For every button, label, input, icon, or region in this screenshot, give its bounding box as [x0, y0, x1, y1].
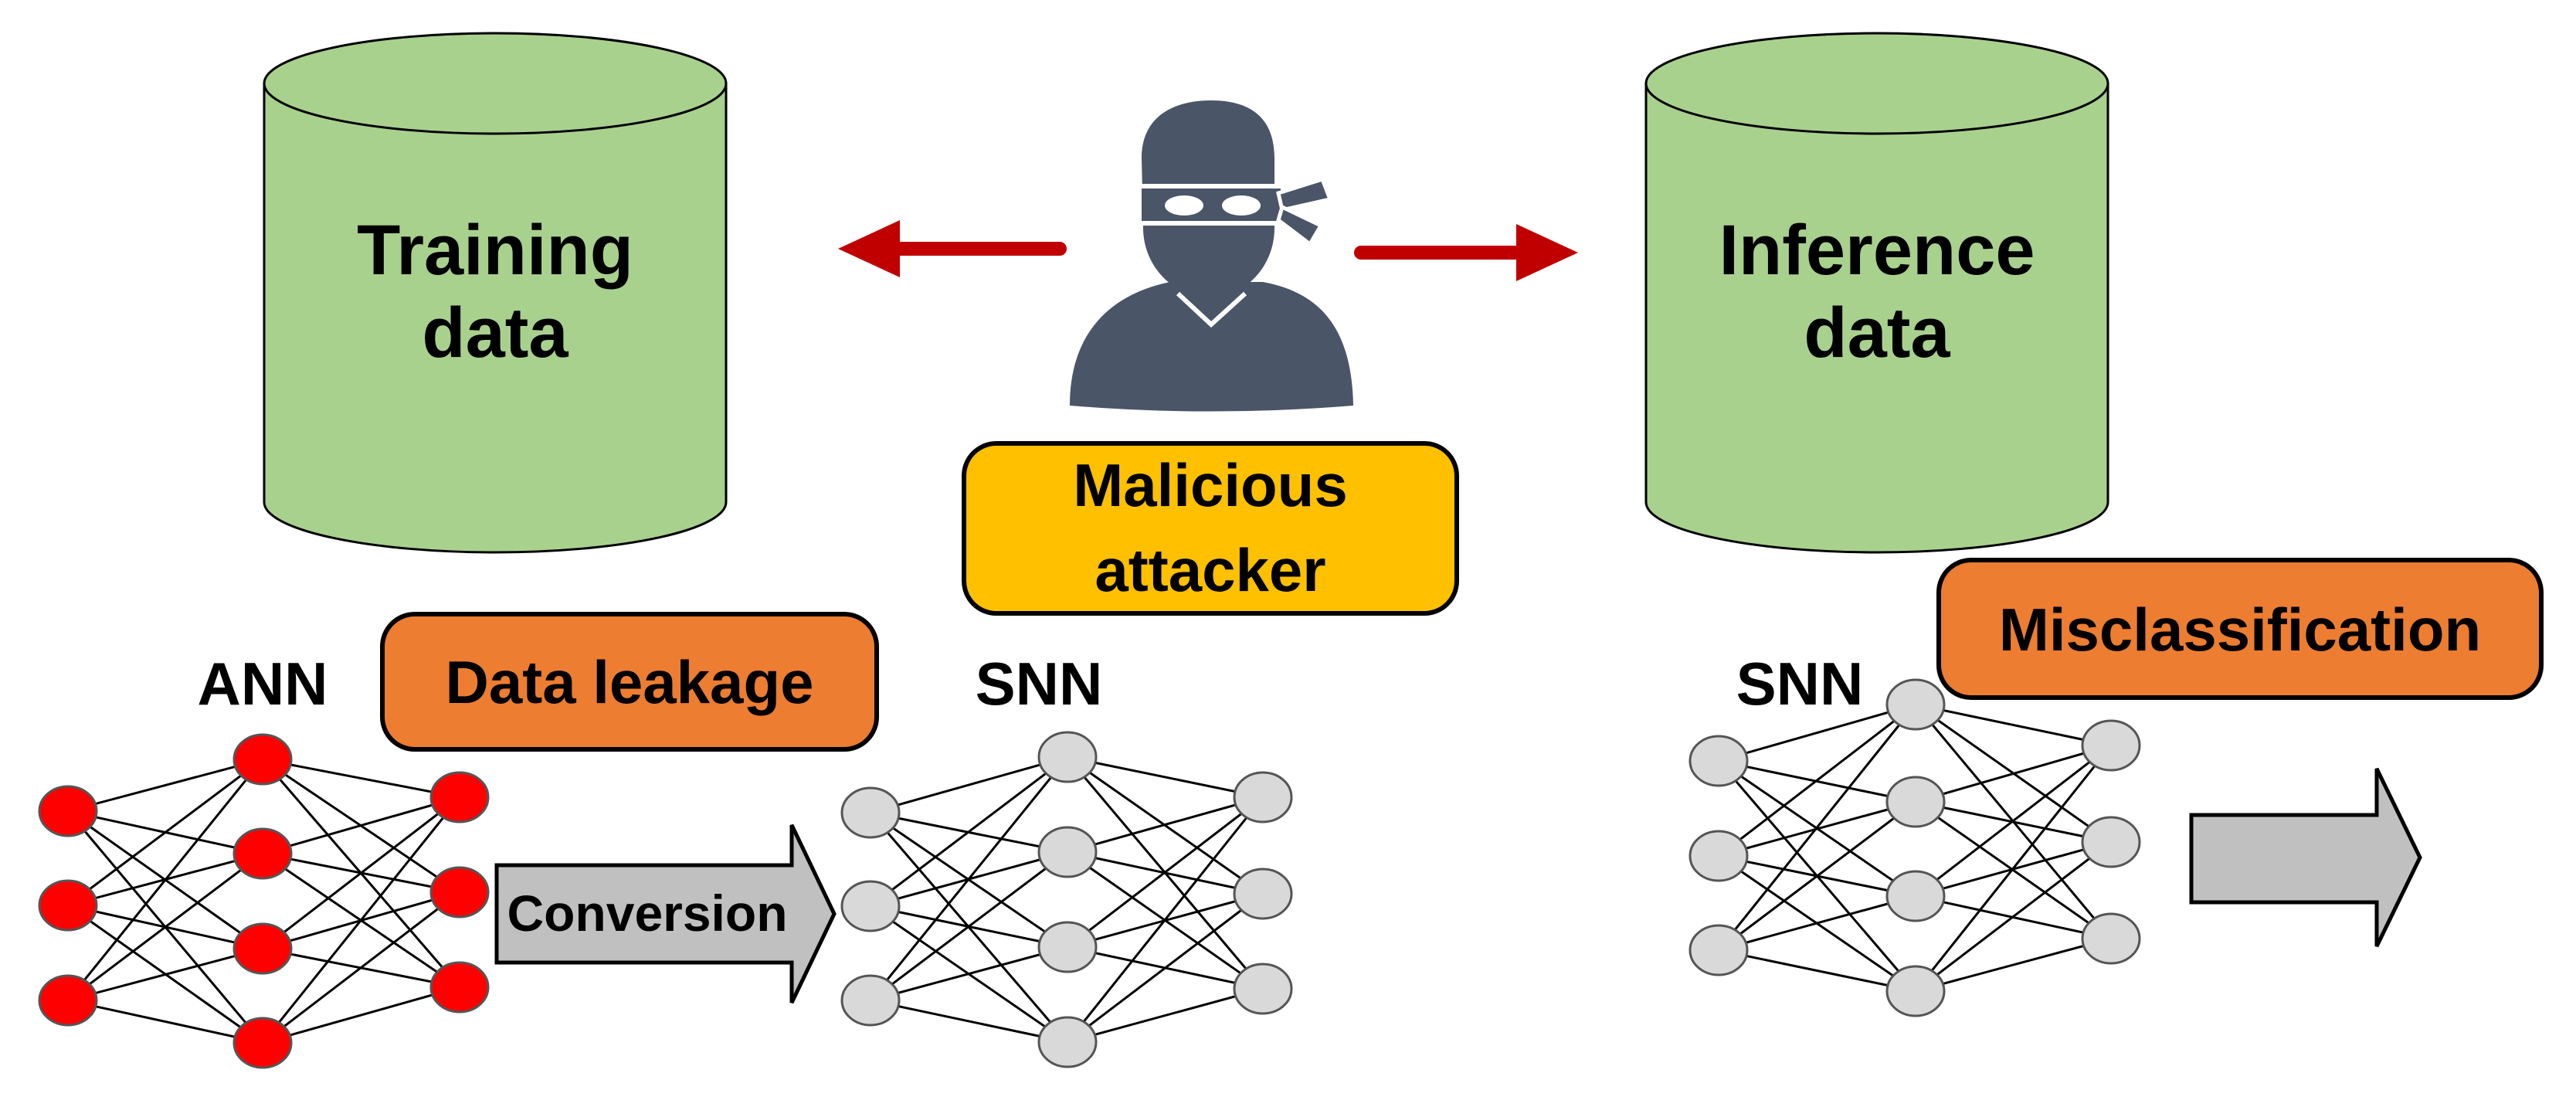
snn-middle-connection [1067, 756, 1264, 799]
snn-right-connection [1718, 949, 1916, 993]
malicious-attacker-box: Malicious attacker [962, 441, 1459, 616]
snn-right-connections [1717, 703, 2113, 993]
snn-right-connection [1914, 745, 2113, 992]
snn-middle-neuron [1233, 868, 1293, 920]
ann-neuron [232, 922, 293, 975]
snn-middle-connection [870, 851, 1068, 1002]
ann-connection [262, 758, 460, 799]
ann-neuron [232, 827, 293, 880]
snn-right-neuron [1885, 870, 1946, 922]
data-leakage-box: Data leakage [380, 612, 879, 752]
snn-middle-connection [1067, 796, 1264, 949]
ann-neuron [232, 733, 293, 786]
ann-connection [261, 796, 461, 1044]
ann-neuron [429, 866, 490, 919]
ann-neuron [38, 879, 98, 932]
snn-right-connection [1915, 744, 2112, 898]
snn-middle-connection [1067, 796, 1264, 854]
snn-middle-connection [1066, 796, 1264, 1043]
snn-right-connection [1718, 895, 1916, 952]
snn-right-neuron [2081, 719, 2141, 772]
snn-right-connection [1915, 937, 2112, 993]
snn-network-right [1688, 678, 2141, 1017]
snn-middle-neuron [1233, 771, 1293, 823]
snn-right-neuron [2081, 912, 2141, 965]
snn-middle-label: SNN [976, 650, 1103, 718]
conversion-arrow: Conversion [494, 823, 837, 1004]
data-leakage-label: Data leakage [446, 648, 814, 716]
snn-middle-neuron [840, 880, 901, 932]
snn-right-neuron [1885, 678, 1946, 731]
conversion-label: Conversion [507, 885, 787, 942]
snn-right-connection [1718, 703, 1916, 762]
snn-middle-connection [870, 756, 1068, 908]
training-data-label-line1: Training [357, 211, 633, 290]
snn-middle-neuron [1037, 731, 1098, 783]
snn-right-neuron [1688, 735, 1749, 787]
snn-right-connection [1718, 703, 1916, 857]
masked-hacker-icon [1070, 100, 1353, 412]
snn-middle-connection [869, 756, 1069, 1001]
ann-network [38, 733, 490, 1069]
snn-right-connection [1717, 704, 1917, 951]
snn-right-connection [1718, 800, 1916, 952]
ann-connection [262, 891, 460, 1044]
misclassification-label: Misclassification [1999, 596, 2481, 664]
snn-middle-connection [870, 756, 1068, 814]
ann-neuron [232, 1017, 293, 1069]
snn-middle-connection [1067, 892, 1264, 1044]
inference-data-label-line2: data [1804, 294, 1950, 372]
ann-neuron [38, 974, 98, 1027]
snn-right-connection [1915, 840, 2112, 993]
snn-right-neuron [1885, 965, 1946, 1017]
ann-neuron [429, 771, 490, 823]
ann-label: ANN [198, 650, 328, 718]
snn-middle-connection [1067, 987, 1264, 1044]
threat-arrow-right [1354, 224, 1578, 281]
ann-connection [66, 759, 264, 1001]
ann-connection [262, 796, 460, 950]
snn-middle-neuron [840, 786, 901, 839]
ann-connection [67, 947, 263, 1002]
snn-right-neuron [1885, 776, 1946, 828]
snn-middle-neuron [1037, 921, 1098, 973]
attacker-label-line2: attacker [1095, 536, 1325, 604]
ann-neuron [38, 785, 98, 837]
misclassification-box: Misclassification [1936, 558, 2544, 700]
ann-connection [67, 758, 263, 813]
snn-middle-connections [869, 756, 1264, 1044]
threat-arrow-left [838, 220, 1067, 277]
inference-data-label-line1: Inference [1719, 211, 2035, 290]
output-arrow [2189, 767, 2422, 948]
snn-right-label: SNN [1736, 650, 1864, 718]
training-data-database: Training data [263, 32, 728, 554]
snn-middle-connection [870, 946, 1068, 1002]
ann-connection [67, 999, 263, 1044]
ann-connection [67, 852, 263, 1002]
snn-right-connection [1915, 703, 2112, 747]
snn-middle-neuron [1037, 1016, 1098, 1068]
training-data-label-line2: data [422, 294, 568, 372]
inference-data-database: Inference data [1644, 32, 2109, 554]
snn-right-neuron [1688, 830, 1749, 882]
ann-connection [262, 796, 460, 855]
snn-middle-connection [870, 999, 1068, 1044]
ann-connections [66, 758, 461, 1044]
snn-right-neuron [2081, 816, 2141, 868]
ann-neuron [429, 961, 490, 1014]
snn-right-connection [1915, 744, 2112, 803]
snn-middle-neuron [1037, 826, 1098, 878]
snn-middle-neuron [840, 974, 901, 1027]
ann-connection [262, 986, 460, 1044]
attacker-label-line1: Malicious [1073, 451, 1347, 519]
snn-right-neuron [1688, 924, 1749, 976]
snn-middle-neuron [1233, 963, 1293, 1015]
ann-connection [67, 758, 263, 907]
snn-network-middle [840, 731, 1293, 1068]
